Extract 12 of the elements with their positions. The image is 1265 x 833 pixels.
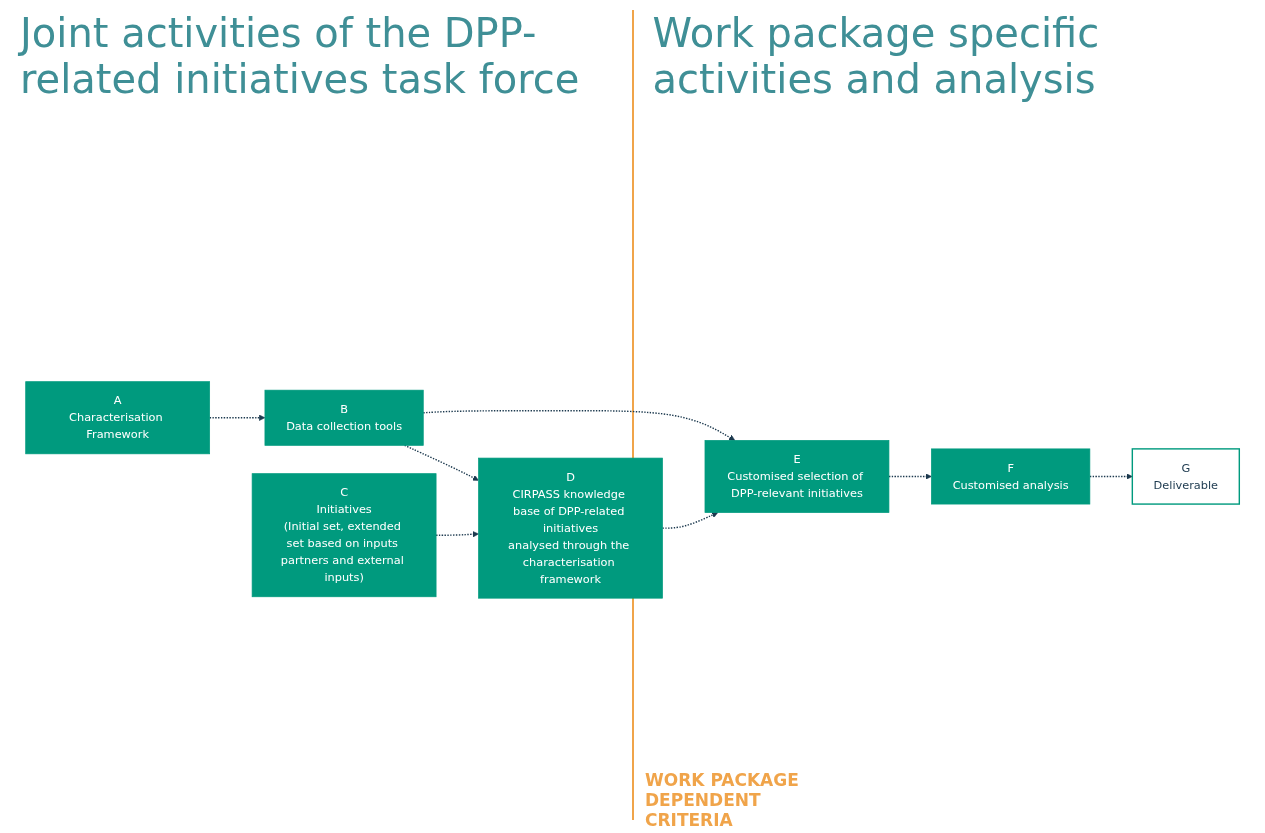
node-box: D CIRPASS knowledge base of DPP-related initiatives analysed through the characterisation framework [478,457,663,599]
section-heading: Joint activities of the DPP-related initiatives task force [17,9,581,104]
node-box: B Data collection tools [264,389,424,446]
node-box: A Characterisation Framework [25,381,210,455]
node-box: F Customised analysis [931,448,1091,505]
node-box: E Customised selection of DPP-relevant initiatives [704,440,890,513]
arrow [208,414,266,421]
criteria-note: WORK PACKAGE DEPENDENT CRITERIA [645,770,800,830]
arrow [435,531,479,538]
node-box: G Deliverable [1131,448,1240,505]
node-box: C Initiatives (Initial set, extended set based on inputs partners and external inputs) [251,473,437,598]
section-heading: Work package specific activities and analysis [651,9,1101,104]
